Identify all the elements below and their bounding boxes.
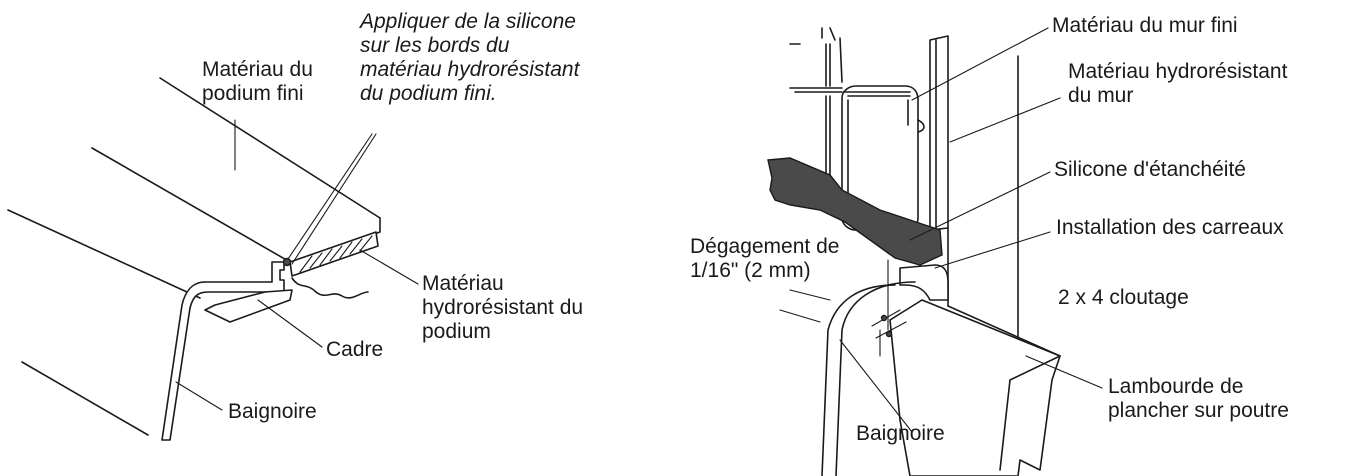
leader-tub-right xyxy=(839,339,913,433)
deck-water-block xyxy=(289,231,379,277)
silicone-note: Appliquer de la silicone sur les bords d… xyxy=(360,10,579,106)
label-tile: Installation des carreaux xyxy=(1056,216,1284,239)
silicone-note-line-4: du podium fini. xyxy=(360,82,497,105)
label-stud: 2 x 4 cloutage xyxy=(1058,286,1189,309)
label-ledger-line-1: Lambourde de xyxy=(1108,375,1244,398)
clearance-dot-1 xyxy=(880,314,888,322)
tub-shadow-1 xyxy=(789,289,831,301)
label-deck-water-line-2: hydrorésistant du xyxy=(422,296,584,319)
label-frame: Cadre xyxy=(326,338,384,361)
grout-joint xyxy=(917,119,925,133)
tub-wall-inner xyxy=(835,281,916,476)
leader-tub-left xyxy=(175,381,223,411)
label-wall-water: Matériau hydrorésistant du mur xyxy=(1068,60,1287,108)
silicone-band xyxy=(767,157,943,266)
ledger-top-edge xyxy=(947,305,1061,357)
tile-grid xyxy=(789,43,911,181)
label-tub-right: Baignoire xyxy=(856,422,945,445)
deck-top-edge xyxy=(159,77,381,219)
silicone-bead xyxy=(282,257,292,267)
leader-frame xyxy=(257,299,323,348)
silicone-note-line-2: sur les bords du xyxy=(360,34,510,57)
label-deck-finish-line-2: podium fini xyxy=(202,82,304,105)
tub-front-line xyxy=(21,361,149,436)
ledger-front-edge xyxy=(999,355,1061,471)
leader-tile xyxy=(934,231,1051,269)
deck-back-line xyxy=(91,147,291,263)
tile-main xyxy=(841,85,919,231)
leader-wall-finish xyxy=(911,27,1049,101)
clearance-dot-2 xyxy=(885,330,893,338)
silicone-note-line-1: Appliquer de la silicone xyxy=(360,10,576,33)
label-deck-finish-line-1: Matériau du xyxy=(202,58,313,81)
right-figure-drawing xyxy=(767,27,1103,476)
clearance-tick-2 xyxy=(875,321,907,339)
silicone-note-line-3: matériau hydrorésistant xyxy=(360,58,580,81)
left-figure-drawing xyxy=(7,77,419,441)
deck-break-line xyxy=(291,277,369,299)
label-sealant: Silicone d'étanchéité xyxy=(1054,158,1246,181)
label-wall-finish: Matériau du mur fini xyxy=(1052,14,1238,37)
leader-note-2 xyxy=(291,133,377,265)
label-deck-water: Matériau hydrorésistant du podium xyxy=(422,272,583,344)
deck-front-line xyxy=(7,209,201,299)
label-deck-water-line-1: Matériau xyxy=(422,272,504,295)
leader-note-1 xyxy=(287,133,373,260)
ledger-block xyxy=(889,299,1061,476)
label-tub-left: Baignoire xyxy=(228,400,317,423)
tub-lip-profile xyxy=(161,261,285,441)
hatch-lines xyxy=(299,235,373,273)
label-wall-water-line-2: du mur xyxy=(1068,84,1134,107)
tub-shadow-2 xyxy=(779,309,821,323)
leader-wall-water xyxy=(949,97,1061,143)
label-ledger: Lambourde de plancher sur poutre xyxy=(1108,375,1289,423)
label-wall-water-line-1: Matériau hydrorésistant xyxy=(1068,60,1288,83)
leader-ledger xyxy=(1025,355,1103,389)
wall-water-board xyxy=(929,35,949,231)
leader-sealant xyxy=(909,171,1051,241)
tile-upper-cut xyxy=(821,27,843,83)
label-ledger-line-2: plancher sur poutre xyxy=(1108,399,1289,422)
label-clearance: Dégagement de 1/16" (2 mm) xyxy=(690,235,839,283)
tub-wall-outer xyxy=(821,284,896,476)
frame-piece xyxy=(204,289,293,323)
leader-deck-water xyxy=(359,249,419,285)
label-deck-water-line-3: podium xyxy=(422,320,491,343)
label-deck-finish: Matériau du podium fini xyxy=(202,58,313,106)
label-clearance-line-2: 1/16" (2 mm) xyxy=(690,259,811,282)
label-clearance-line-1: Dégagement de xyxy=(690,235,840,258)
